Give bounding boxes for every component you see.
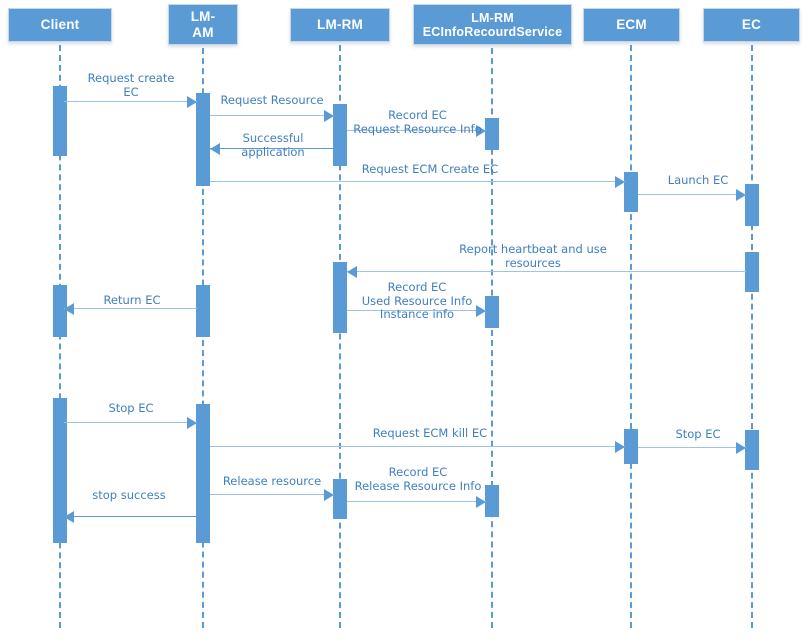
message-arrowhead-m11	[615, 441, 625, 453]
lifeline-ecinfo	[491, 48, 493, 628]
message-label-m4: Successful application	[241, 131, 305, 159]
activation-bar-ec	[745, 184, 759, 226]
message-line-m15	[64, 516, 197, 517]
message-arrowhead-m4	[210, 143, 220, 155]
message-line-m3	[347, 130, 486, 131]
activation-bar-ecinfo	[485, 485, 499, 517]
message-line-m7	[347, 271, 746, 272]
message-label-m7: Report heartbeat and use resources	[459, 242, 607, 270]
participant-header-client[interactable]: Client	[8, 8, 112, 42]
message-arrowhead-m10	[187, 417, 197, 429]
message-label-m6: Launch EC	[667, 173, 729, 187]
activation-bar-client	[53, 398, 67, 543]
message-label-m3: Record EC Request Resource Info	[353, 108, 482, 136]
message-arrowhead-m1	[187, 96, 197, 108]
message-label-m14: Record EC Release Resource Info	[354, 465, 482, 493]
lifeline-lmam	[202, 48, 204, 628]
message-arrowhead-m12	[736, 442, 746, 454]
participant-header-ec[interactable]: EC	[703, 8, 800, 42]
lifeline-lmrm	[339, 45, 341, 628]
message-arrowhead-m15	[64, 511, 74, 523]
activation-bar-ecm	[624, 172, 638, 212]
lifeline-ec	[751, 45, 753, 628]
activation-bar-lmrm	[333, 104, 347, 166]
message-line-m5	[210, 181, 625, 182]
participant-label-lmam: LM-AM	[190, 9, 216, 40]
message-line-m14	[347, 501, 486, 502]
participant-label-ec: EC	[741, 17, 762, 33]
message-line-m4	[210, 148, 334, 149]
activation-bar-client	[53, 86, 67, 156]
activation-bar-lmrm	[333, 262, 347, 333]
activation-bar-ec	[745, 252, 759, 292]
message-label-m10: Stop EC	[108, 401, 154, 415]
message-line-m11	[210, 446, 625, 447]
activation-bar-lmrm	[333, 479, 347, 519]
message-label-m15: stop success	[92, 488, 166, 502]
message-label-m8: Record EC Used Resource Info Instance in…	[361, 280, 473, 321]
participant-header-lmam[interactable]: LM-AM	[168, 4, 238, 45]
activation-bar-ecm	[624, 429, 638, 464]
message-line-m13	[210, 494, 334, 495]
activation-bar-ecinfo	[485, 118, 499, 150]
message-line-m2	[210, 115, 334, 116]
message-line-m12	[638, 447, 746, 448]
message-label-m1: Request create EC	[87, 71, 175, 99]
participant-header-lmrm[interactable]: LM-RM	[290, 8, 390, 42]
message-label-m13: Release resource	[222, 474, 322, 488]
message-arrowhead-m7	[347, 266, 357, 278]
message-arrowhead-m3	[476, 125, 486, 137]
activation-bar-ecinfo	[485, 296, 499, 328]
message-line-m8	[347, 310, 486, 311]
message-line-m6	[638, 194, 746, 195]
message-arrowhead-m14	[476, 496, 486, 508]
activation-bar-ec	[745, 430, 759, 470]
message-label-m11: Request ECM kill EC	[372, 426, 488, 440]
message-arrowhead-m6	[736, 189, 746, 201]
message-label-m12: Stop EC	[675, 427, 721, 441]
message-arrowhead-m8	[476, 305, 486, 317]
message-line-m1	[64, 101, 197, 102]
message-line-m9	[64, 308, 197, 309]
lifeline-ecm	[630, 45, 632, 628]
message-arrowhead-m5	[615, 176, 625, 188]
participant-label-client: Client	[40, 17, 80, 33]
message-arrowhead-m2	[324, 110, 334, 122]
participant-header-ecm[interactable]: ECM	[583, 8, 680, 42]
message-label-m5: Request ECM Create EC	[361, 162, 499, 176]
message-label-m9: Return EC	[103, 293, 161, 307]
activation-bar-client	[53, 285, 67, 337]
participant-label-ecm: ECM	[616, 17, 647, 33]
activation-bar-lmam	[196, 404, 210, 543]
participant-label-lmrm: LM-RM	[317, 17, 363, 33]
activation-bar-lmam	[196, 285, 210, 337]
message-line-m10	[64, 422, 197, 423]
message-arrowhead-m9	[64, 303, 74, 315]
message-label-m2: Request Resource	[220, 93, 324, 107]
activation-bar-lmam	[196, 93, 210, 186]
message-arrowhead-m13	[324, 489, 334, 501]
